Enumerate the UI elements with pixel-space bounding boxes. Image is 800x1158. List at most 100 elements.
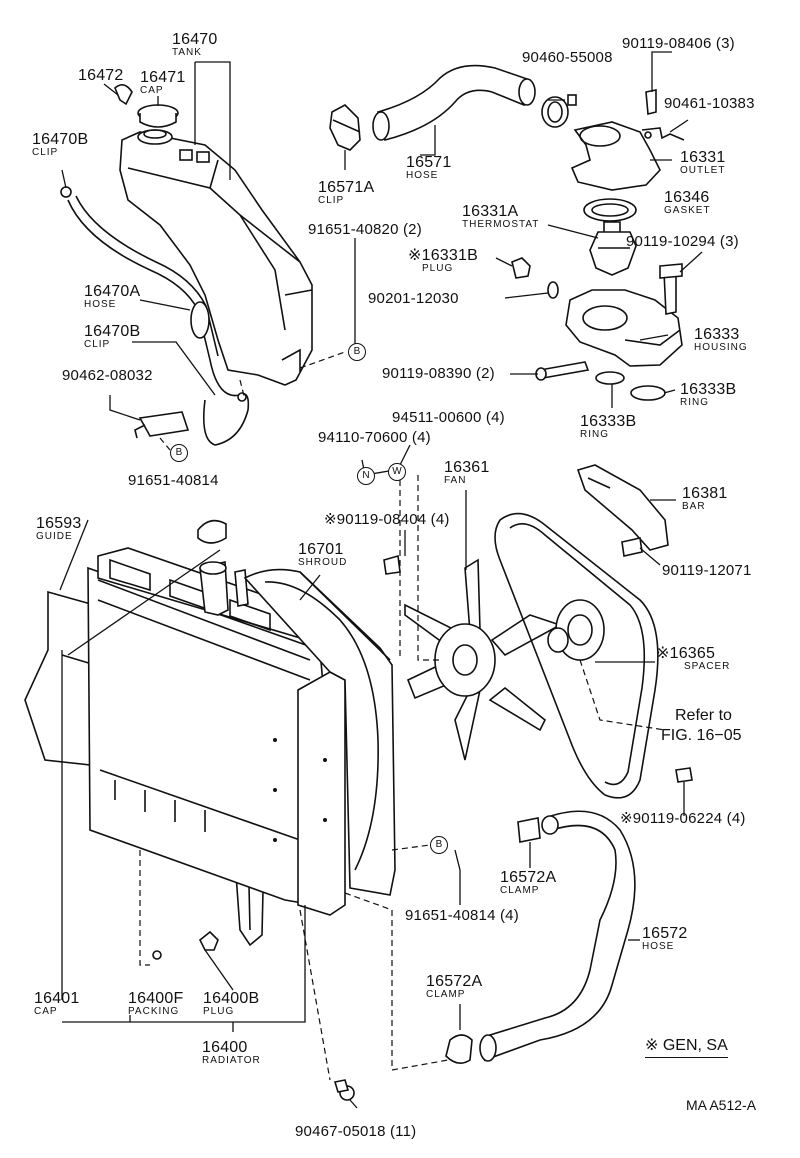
part-number: 90119-10294 (3) <box>626 233 739 250</box>
part-name: SPACER <box>684 661 731 672</box>
part-number: ※16331B <box>408 247 478 264</box>
part-name: PLUG <box>203 1006 235 1017</box>
reference-line-1: Refer to <box>675 707 732 724</box>
label-90460-55008: 90460-55008 <box>522 50 613 65</box>
part-number: 16333B <box>580 413 637 430</box>
part-number: 90119-08390 (2) <box>382 365 495 382</box>
part-name: RING <box>680 397 709 408</box>
part-number: 16400F <box>128 990 184 1007</box>
shroud-drawing <box>243 568 396 896</box>
part-name: CLIP <box>84 339 111 350</box>
part-name: RING <box>580 429 609 440</box>
label-90119-08390: 90119-08390 (2) <box>382 366 495 381</box>
part-number: ※90119-08404 (4) <box>324 511 450 528</box>
part-number: 94110-70600 (4) <box>318 429 431 446</box>
label-90119-08404: ※90119-08404 (4) <box>324 512 450 527</box>
part-number: ※90119-06224 (4) <box>620 810 746 827</box>
part-number: 91651-40814 <box>128 472 219 489</box>
label-90119-12071: 90119-12071 <box>662 563 752 578</box>
marker-n: N <box>357 467 375 485</box>
label-90119-10294: 90119-10294 (3) <box>626 234 739 249</box>
part-number: 16593 <box>36 515 82 532</box>
drain-plug-drawing <box>152 930 355 1101</box>
part-number: 91651-40814 (4) <box>405 907 519 924</box>
label-90119-08406: 90119-08406 (3) <box>622 36 735 51</box>
upper-hose-drawing <box>329 64 577 151</box>
label-16472: 16472 <box>78 68 124 84</box>
part-name: SHROUD <box>298 557 348 568</box>
part-name: CLAMP <box>500 885 540 896</box>
part-number: 16701 <box>298 541 344 558</box>
fan-drawing <box>383 554 605 761</box>
label-91651-40814-bottom: 91651-40814 (4) <box>405 908 519 923</box>
label-90119-06224: ※90119-06224 (4) <box>620 811 746 826</box>
part-number: 16572 <box>642 925 688 942</box>
part-number: 16472 <box>78 67 124 84</box>
part-number: 16381 <box>682 485 728 502</box>
marker-b-upper: B <box>348 343 366 361</box>
adjusting-bar-drawing <box>576 464 669 557</box>
label-90461-10383: 90461-10383 <box>664 96 755 111</box>
part-number: 90467-05018 (11) <box>295 1123 417 1140</box>
part-name: HOUSING <box>694 342 748 353</box>
part-number: 16331 <box>680 149 726 166</box>
tank-cap-drawing <box>114 84 179 128</box>
part-number: 91651-40820 (2) <box>308 221 422 238</box>
part-name: HOSE <box>642 941 675 952</box>
part-number: 90460-55008 <box>522 49 613 66</box>
part-number: 90201-12030 <box>368 290 459 307</box>
part-number: 90462-08032 <box>62 367 153 384</box>
part-name: HOSE <box>84 299 117 310</box>
overflow-hose-drawing <box>60 186 250 446</box>
part-name: OUTLET <box>680 165 726 176</box>
label-94110-70600: 94110-70600 (4) <box>318 430 431 445</box>
thermostat-assembly-drawing <box>511 89 685 401</box>
reference-line-2: FIG. 16−05 <box>661 727 742 744</box>
part-number: 90461-10383 <box>664 95 755 112</box>
label-90467-05018: 90467-05018 (11) <box>295 1124 416 1139</box>
part-name: RADIATOR <box>202 1055 261 1066</box>
part-number: 16401 <box>34 990 80 1007</box>
marker-b-left: B <box>170 444 188 462</box>
part-name: GASKET <box>664 205 711 216</box>
lower-hose-drawing <box>445 810 636 1064</box>
part-name: PLUG <box>422 263 454 274</box>
reference-note: Refer to FIG. 16−05 <box>661 707 742 744</box>
part-number: 16571 <box>406 154 452 171</box>
part-name: CLAMP <box>426 989 466 1000</box>
label-90462-08032: 90462-08032 <box>62 368 153 383</box>
diagram-code: MA A512-A <box>686 1097 757 1113</box>
part-name: CAP <box>34 1006 58 1017</box>
part-number: 16346 <box>664 189 710 206</box>
part-number: 16333B <box>680 381 737 398</box>
part-number: 90119-08406 (3) <box>622 35 735 52</box>
legend-note: ※ GEN, SA <box>645 1038 728 1058</box>
part-name: PACKING <box>128 1006 180 1017</box>
leader-lines <box>59 51 703 1109</box>
part-name: CLIP <box>32 147 59 158</box>
marker-b-lower: B <box>430 836 448 854</box>
part-number: 16571A <box>318 179 375 196</box>
part-name: BAR <box>682 501 706 512</box>
part-number: 16470B <box>84 323 141 340</box>
